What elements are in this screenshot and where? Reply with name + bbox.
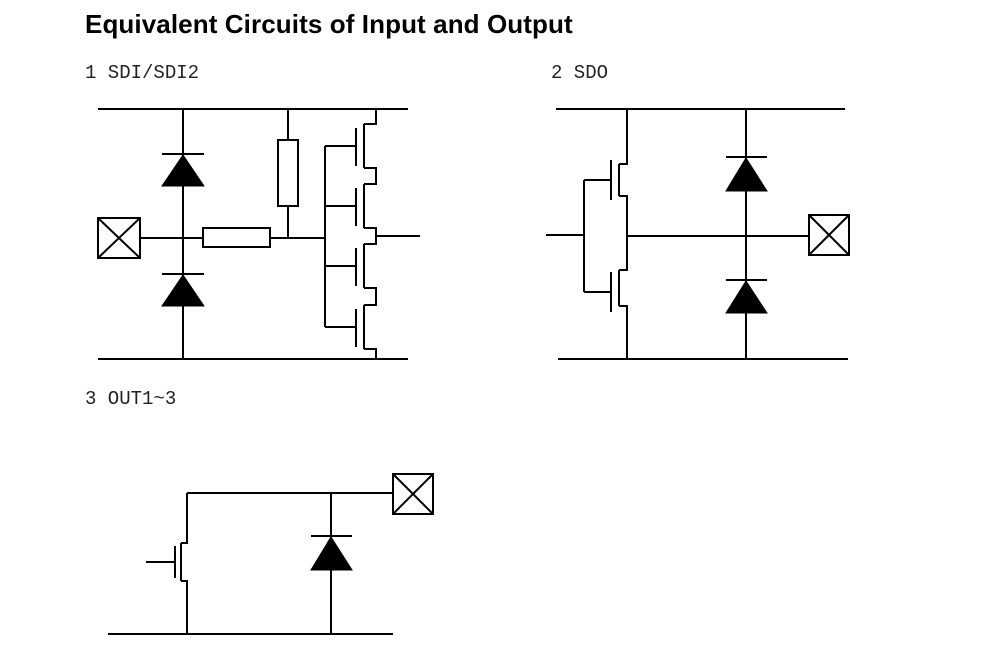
circuit-label-sdo: 2 SDO [551,62,609,84]
clamp-diode-icon [310,535,353,571]
upper-clamp-diode-icon [725,156,768,192]
lower-clamp-diode-icon [161,273,205,307]
output-transistor-icon [174,493,188,634]
input-pad-icon [97,217,141,259]
transistor-stack-icon [355,109,377,359]
upper-clamp-diode-icon [161,153,205,187]
transistor-pair-icon [610,109,628,359]
circuit-label-sdi: 1 SDI/SDI2 [85,62,200,84]
lower-clamp-diode-icon [725,279,768,314]
output-pad-icon [808,214,850,256]
series-resistor-icon [202,227,271,248]
circuit-sdi [97,108,420,360]
page-title: Equivalent Circuits of Input and Output [85,9,573,39]
circuit-label-out: 3 OUT1~3 [85,388,177,410]
circuit-out [108,473,434,635]
pullup-resistor-icon [277,139,299,207]
circuit-sdo [546,108,850,360]
output-pad-icon [392,473,434,515]
